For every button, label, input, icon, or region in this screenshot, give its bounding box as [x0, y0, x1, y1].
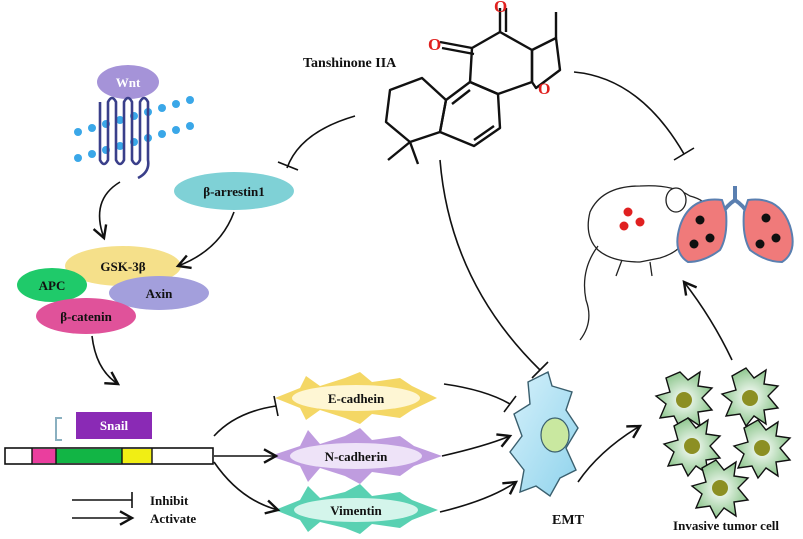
emt-label: EMT: [552, 513, 585, 528]
axin-node: [109, 276, 209, 310]
beta-arrestin1-node: [174, 172, 294, 210]
wnt-label: Wnt: [116, 75, 141, 90]
n-cadherin-marker: N-cadherin: [270, 428, 442, 484]
vimentin-label: Vimentin: [330, 503, 382, 518]
wnt-receptor: Wnt: [74, 65, 194, 180]
beta-catenin-label: β-catenin: [60, 309, 112, 324]
emt-cell: [509, 370, 579, 498]
activate-arrows: [72, 181, 733, 526]
membrane-bilayer: [74, 96, 194, 162]
inhibit-lines: [72, 71, 695, 508]
tumor-cell-cluster: [654, 367, 792, 520]
axin-label: Axin: [146, 286, 174, 301]
snail-box: [76, 412, 152, 439]
beta-arrestin1-label: β-arrestin1: [203, 184, 264, 199]
snail-label: Snail: [100, 418, 129, 433]
tumor-cell: [732, 419, 792, 480]
tumor-cell: [654, 370, 714, 430]
legend-inhibit-label: Inhibit: [150, 493, 189, 508]
beta-catenin-node: [36, 298, 136, 334]
tumor-cell: [690, 459, 750, 520]
oxygen-label-3: O: [538, 81, 550, 98]
snail-gene: Snail: [4, 412, 214, 465]
legend: Inhibit Activate: [150, 493, 196, 526]
destruction-complex: GSK-3β APC Axin β-catenin: [17, 246, 209, 334]
lung-illustration: [676, 186, 794, 264]
n-cadherin-label: N-cadherin: [325, 449, 389, 464]
apc-node: [17, 268, 87, 302]
apc-label: APC: [39, 278, 66, 293]
oxygen-label-2: O: [494, 0, 507, 16]
gsk3b-label: GSK-3β: [100, 259, 145, 274]
tumor-label: Invasive tumor cell: [673, 518, 779, 533]
e-cadherin-marker: E-cadhein: [275, 372, 437, 424]
oxygen-label-1: O: [428, 35, 441, 54]
wnt-ligand: [97, 65, 159, 99]
vimentin-marker: Vimentin: [275, 484, 438, 534]
tumor-cell: [720, 367, 780, 428]
legend-activate-label: Activate: [150, 511, 196, 526]
gsk3b-node: [65, 246, 181, 286]
e-cadherin-label: E-cadhein: [328, 391, 385, 406]
emt-nucleus: [540, 417, 570, 453]
tanshinone-structure: [384, 8, 562, 165]
drug-name: Tanshinone IIA: [303, 56, 397, 71]
